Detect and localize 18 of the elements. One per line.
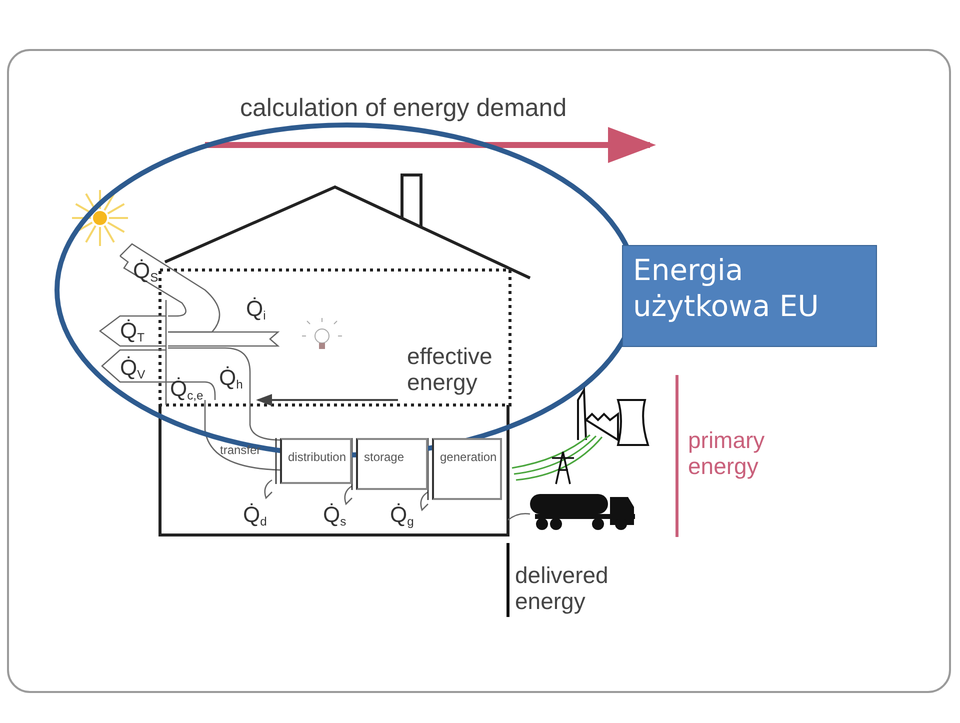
heat-flow-symbol: Q̇$_{g}$ [390, 502, 414, 530]
energy-caption: primary energy [688, 427, 766, 480]
stage-box: distribution [280, 438, 352, 484]
energy-caption: effective energy [407, 343, 494, 396]
heat-flow-symbol: Q̇$_{i}$ [246, 296, 266, 324]
heat-flow-symbol: Q̇$_{S}$ [133, 258, 158, 286]
stage-box: generation [432, 438, 502, 500]
energy-caption: delivered energy [515, 562, 610, 615]
highlight-box: Energia użytkowa EU [622, 245, 877, 347]
heat-flow-symbol: Q̇$_{c,e}$ [170, 376, 204, 404]
heat-flow-symbol: Q̇$_{s}$ [323, 502, 346, 530]
stage-box: storage [356, 438, 428, 490]
heat-flow-symbol: Q̇$_{T}$ [120, 318, 145, 346]
heat-flow-symbol: Q̇$_{V}$ [120, 355, 146, 383]
heat-flow-symbol: Q̇$_{h}$ [219, 365, 243, 393]
heat-flow-symbol: Q̇$_{d}$ [243, 502, 267, 530]
arrow-caption: calculation of energy demand [240, 94, 567, 123]
stage-caption: transfer [220, 444, 261, 458]
